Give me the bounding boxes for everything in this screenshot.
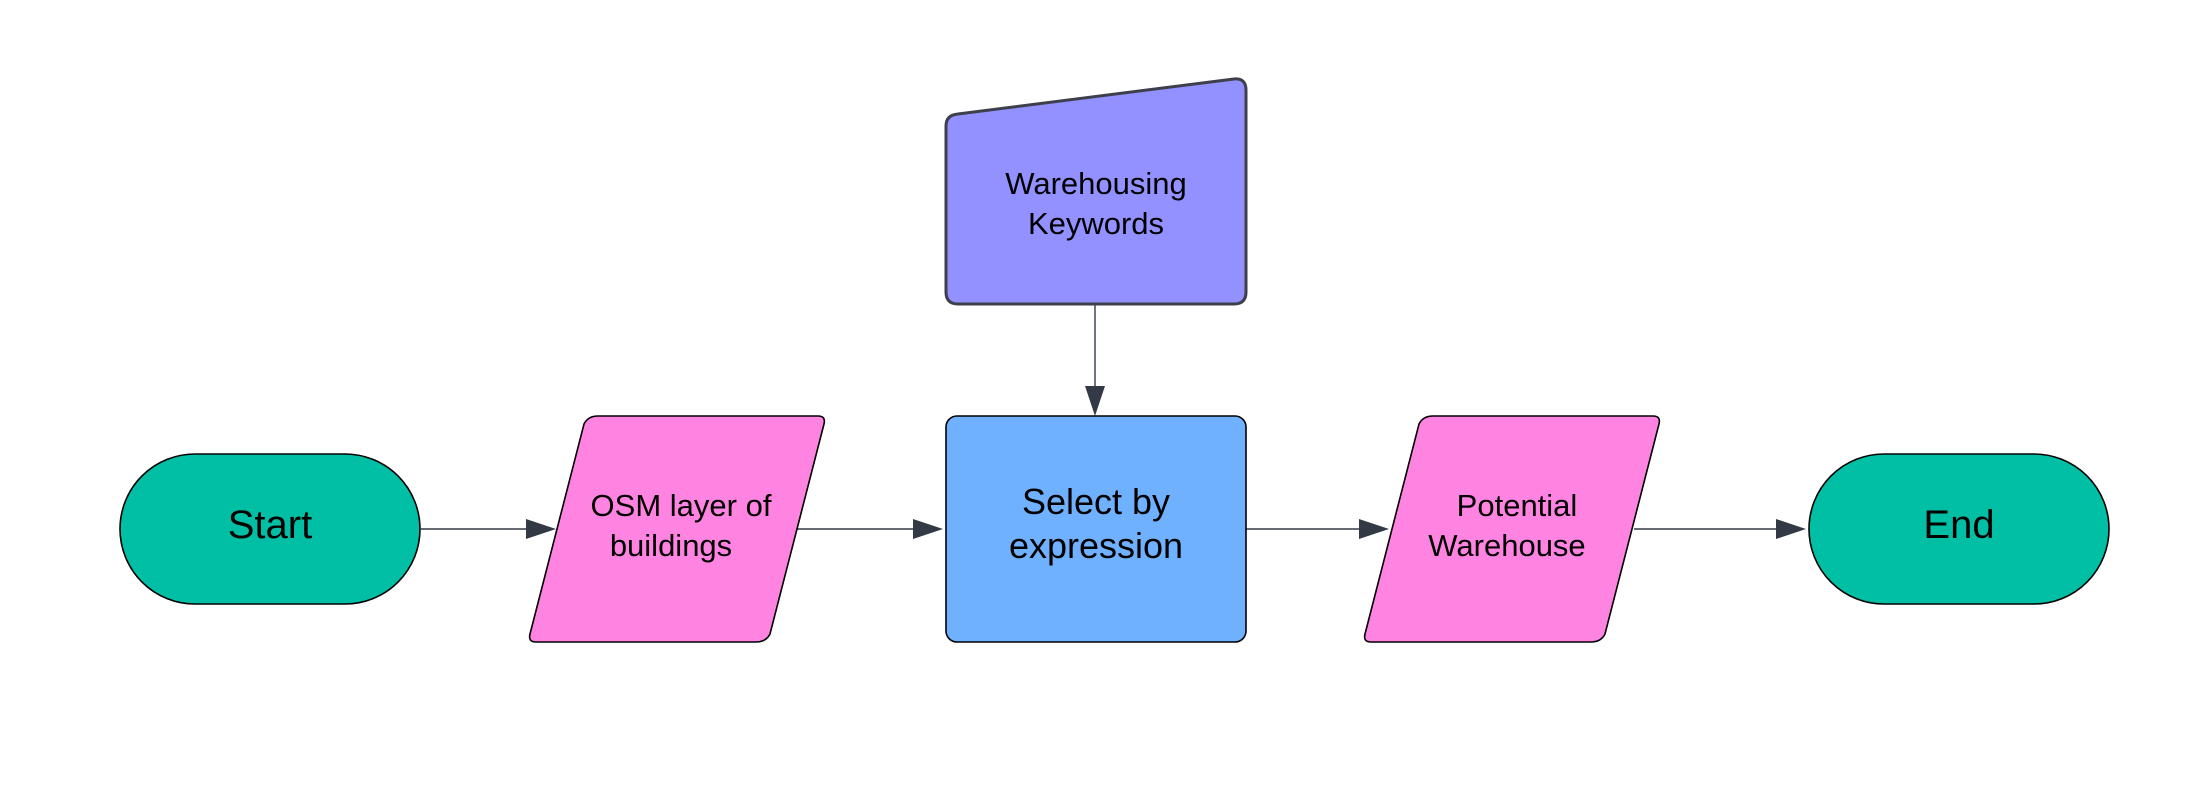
node-potential-warehouse[interactable]: Potential Warehouse	[1363, 415, 1661, 643]
keywords-label-line1: Warehousing	[1005, 166, 1187, 201]
select-label-line1: Select by	[1022, 481, 1170, 522]
node-select-by-expression[interactable]: Select by expression	[945, 415, 1247, 643]
select-label-line2: expression	[1009, 525, 1183, 566]
node-start[interactable]: Start	[119, 453, 421, 605]
edge-osm-to-select	[797, 519, 943, 539]
keywords-manual-input-shape	[944, 77, 1248, 306]
potential-warehouse-io-shape	[1363, 415, 1661, 643]
edge-start-to-osm	[421, 519, 556, 539]
start-label: Start	[228, 503, 312, 547]
node-osm-layer[interactable]: OSM layer of buildings	[528, 415, 826, 643]
end-label: End	[1923, 503, 1994, 547]
osm-layer-label-line2: buildings	[610, 528, 732, 563]
osm-layer-label-line1: OSM layer of	[591, 488, 772, 523]
end-terminal-shape	[1808, 453, 2110, 605]
potential-warehouse-label-line1: Potential	[1457, 488, 1578, 523]
edge-keywords-to-select	[1085, 304, 1105, 416]
keywords-label-line2: Keywords	[1028, 206, 1164, 241]
potential-warehouse-label-line2: Warehouse	[1428, 528, 1585, 563]
node-end[interactable]: End	[1808, 453, 2110, 605]
edge-potential-to-end	[1634, 519, 1806, 539]
osm-layer-io-shape	[528, 415, 826, 643]
edges	[421, 304, 1806, 539]
edge-select-to-potential	[1246, 519, 1389, 539]
start-terminal-shape	[119, 453, 421, 605]
select-process-shape	[945, 415, 1247, 643]
node-warehousing-keywords[interactable]: Warehousing Keywords	[944, 77, 1248, 306]
